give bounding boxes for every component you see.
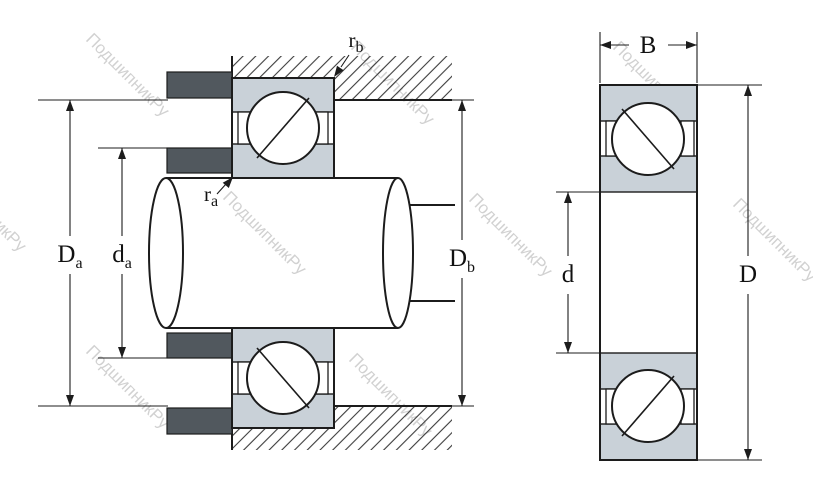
housing-hatch-top <box>232 56 452 100</box>
dimension-B: B <box>599 32 698 83</box>
arrow-Db-top <box>458 100 466 111</box>
shaft-end-ellipse-left <box>148 177 184 329</box>
contact-line-top <box>621 108 675 170</box>
leader-arrow-ra <box>222 177 233 188</box>
left-view-mounted-section: rb ra Da da <box>38 28 475 450</box>
arrow-B-right <box>686 41 697 49</box>
label-d: d <box>562 261 575 288</box>
dimension-Db: Db <box>449 99 475 407</box>
arrow-d-bottom <box>564 342 572 353</box>
arrow-D-bottom <box>744 449 752 460</box>
watermark-text: ПодшипникРу <box>82 29 173 120</box>
leader-line-rb <box>340 54 350 68</box>
contact-line-top <box>256 97 310 159</box>
right-view-bearing-section: B d D <box>556 32 762 461</box>
label-D: D <box>739 261 757 288</box>
leader-line-ra <box>216 183 227 195</box>
bearing-outline-top <box>231 77 335 179</box>
bearing-outline-bottom <box>231 327 335 429</box>
watermark-text: ПодшипникРу <box>0 164 31 255</box>
abutment-block-outer-top <box>166 71 233 99</box>
bearing-section-top-right <box>599 84 698 193</box>
label-Da: Da <box>57 241 82 272</box>
shaft <box>148 177 455 329</box>
abutment-block-outer-bottom <box>166 407 233 435</box>
label-da: da <box>112 241 132 272</box>
arrow-d-top <box>564 192 572 203</box>
label-Db: Db <box>449 245 475 276</box>
contact-line-bottom <box>621 375 675 437</box>
arrow-Db-bottom <box>458 395 466 406</box>
dimension-da: da <box>98 147 168 359</box>
dimension-Da: Da <box>38 99 168 407</box>
label-rb: rb <box>349 28 364 56</box>
watermark-text: ПодшипникРу <box>219 187 310 278</box>
watermark-text: ПодшипникРу <box>82 341 173 432</box>
dimension-d: d <box>556 191 600 354</box>
dimension-D: D <box>697 84 762 461</box>
label-B: B <box>640 32 657 59</box>
arrow-B-left <box>600 41 611 49</box>
bearing-section-bottom-right <box>599 352 698 461</box>
arrow-da-bottom <box>118 347 126 358</box>
watermark-text: ПодшипникРу <box>465 189 556 280</box>
bearing-envelope-outline <box>599 84 698 461</box>
leader-rb: rb <box>334 28 364 77</box>
label-ra: ra <box>204 182 218 210</box>
arrow-Da-top <box>66 100 74 111</box>
bearing-section-bottom <box>231 327 335 429</box>
arrow-D-top <box>744 85 752 96</box>
leader-ra: ra <box>204 177 233 210</box>
arrow-da-top <box>118 148 126 159</box>
housing-hatch-bottom <box>232 406 452 450</box>
shaft-step-ellipse-right <box>382 177 414 329</box>
arrow-Da-bottom <box>66 395 74 406</box>
bearing-section-top <box>231 77 335 179</box>
abutment-block-inner-top <box>166 147 233 174</box>
contact-line-bottom <box>256 347 310 409</box>
abutment-block-inner-bottom <box>166 332 233 359</box>
leader-arrow-rb <box>334 65 344 77</box>
